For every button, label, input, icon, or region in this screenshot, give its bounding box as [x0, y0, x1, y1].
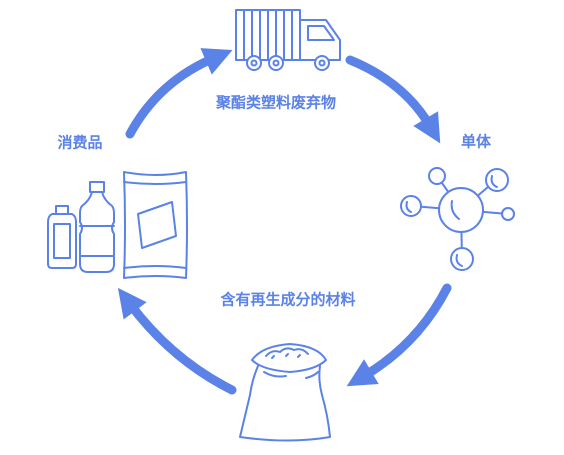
label-recycled-material: 含有再生成分的材料	[220, 290, 356, 309]
arrow-recycled-to-consumer	[117, 287, 237, 395]
label-consumer-goods: 消费品	[57, 133, 103, 152]
molecule-icon	[400, 167, 515, 271]
label-polyester-waste: 聚酯类塑料废弃物	[215, 93, 337, 112]
arrow-waste-to-monomer	[345, 55, 441, 144]
garbage-truck-icon	[235, 9, 341, 71]
arrow-monomer-to-recycled	[346, 283, 452, 387]
label-monomer: 单体	[460, 132, 492, 151]
arrow-consumer-to-waste	[125, 48, 233, 139]
consumer-products-icon	[47, 171, 188, 279]
sack-icon	[239, 343, 331, 442]
